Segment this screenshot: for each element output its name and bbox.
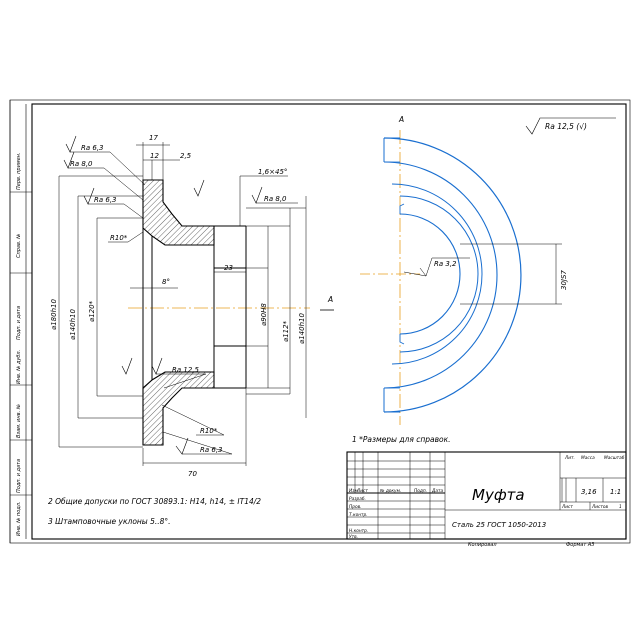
dim-d140: ⌀140h10 [69, 309, 77, 340]
view-label: А [398, 115, 404, 124]
part-name: Муфта [472, 486, 525, 504]
roughness-ra125: Ra 12,5 [172, 366, 200, 374]
dim-d90: ⌀90H8 [260, 303, 268, 326]
roughness-ra80: Ra 8,0 [264, 195, 287, 203]
dim-2-5: 2,5 [180, 152, 192, 160]
strip-label: Подп. и дата [16, 459, 22, 493]
tb-tkontr: Т.контр. [349, 512, 368, 518]
dim-12: 12 [150, 152, 159, 160]
tb-scale-label: Масштаб [604, 455, 625, 461]
tb-sign: Подп. [414, 488, 427, 494]
tb-lit-label: Лит. [564, 455, 575, 461]
roughness-ra63: Ra 6,3 [94, 196, 117, 204]
tb-doc: № докум. [379, 488, 401, 494]
dim-30js7: 30JS7 [560, 270, 568, 290]
tb-utv: Утв. [349, 534, 358, 540]
tb-prov: Пров. [349, 504, 362, 510]
strip-label: Взам. инв. № [16, 404, 22, 438]
tb-sheets-total: 1 [619, 504, 622, 510]
tb-razrab: Разраб. [349, 496, 366, 502]
tb-mass-label: Масса [581, 455, 595, 461]
dim-chamfer: 1,6×45° [258, 168, 287, 176]
dim-r10-bottom: R10* [200, 427, 218, 435]
format-label: Формат А3 [566, 542, 594, 548]
tb-mass: 3,16 [581, 488, 597, 496]
note-1: 1 *Размеры для справок. [352, 435, 451, 444]
general-roughness: Ra 12,5 (√) [545, 122, 587, 131]
section-view: А 17 12 2,5 1,6×45° 8° 23 70 R10* R10* ⌀… [50, 134, 334, 478]
tb-list: Лист [356, 488, 368, 494]
tb-sheet-label: Лист [561, 504, 573, 510]
strip-label: Инв. № дубл. [16, 350, 22, 384]
title-block: Изм. Лист № докум. Подп. Дата Разраб. Пр… [346, 451, 627, 548]
tb-scale: 1:1 [610, 488, 621, 496]
dim-d180: ⌀180h10 [50, 299, 58, 330]
roughness-ra63: Ra 6,3 [200, 446, 223, 454]
tb-date: Дата [431, 488, 443, 494]
note-3: 3 Штамповочные уклоны 5..8°. [48, 517, 171, 526]
dim-d140-right: ⌀140h10 [298, 313, 306, 344]
roughness-ra63: Ra 6,3 [81, 144, 104, 152]
strip-label: Инв. № подл. [16, 502, 22, 537]
sheet-frame [9, 99, 631, 544]
strip-label: Перв. примен. [16, 152, 22, 190]
dim-70: 70 [188, 470, 197, 478]
strip-label: Справ. № [16, 234, 22, 258]
dim-angle: 8° [162, 278, 170, 286]
cut-label: А [327, 295, 333, 304]
dim-17: 17 [149, 134, 158, 142]
material: Сталь 25 ГОСТ 1050-2013 [452, 521, 546, 529]
view-a: А Ra 12,5 (√) 30JS7 Ra 3,2 [360, 115, 616, 425]
dim-d120: ⌀120* [88, 300, 96, 322]
note-2: 2 Общие допуски по ГОСТ 30893.1: H14, h1… [48, 497, 261, 506]
tb-izm: Изм. [349, 488, 359, 494]
notes: 1 *Размеры для справок. 2 Общие допуски … [48, 435, 451, 526]
copied-label: Копировал [468, 542, 497, 548]
strip-label: Подп. и дата [16, 306, 22, 340]
dim-r10-top: R10* [110, 234, 128, 242]
side-strip: Перв. примен. Справ. № Подп. и дата Инв.… [10, 152, 32, 536]
dim-d112: ⌀112* [282, 320, 290, 342]
roughness-ra80: Ra 8,0 [70, 160, 93, 168]
dim-23: 23 [224, 264, 233, 272]
tb-nkontr: Н.контр. [349, 528, 368, 534]
tb-sheets-label: Листов [591, 504, 609, 510]
roughness-ra32: Ra 3,2 [434, 260, 457, 268]
